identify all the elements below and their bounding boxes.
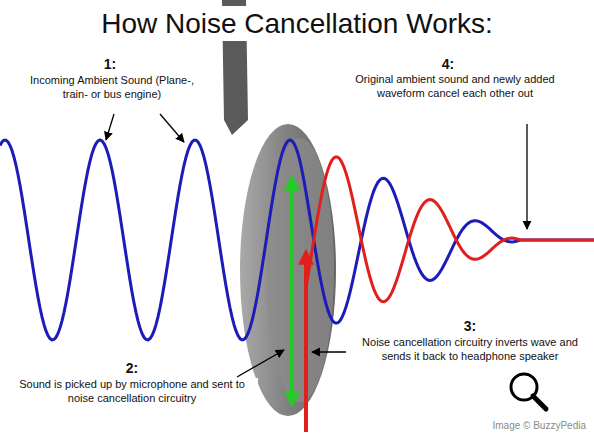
callout-number: 3:	[462, 318, 478, 336]
watermark: Image © BuzzyPedia	[490, 420, 588, 433]
speaker-arrow	[304, 252, 308, 432]
leader-arrow	[106, 114, 114, 140]
leader-arrow	[526, 124, 527, 229]
callout-text: Noise cancellation circuitry inverts wav…	[352, 336, 588, 364]
leader-arrow	[160, 114, 184, 142]
callout-text: Incoming Ambient Sound (Plane-, train- o…	[22, 74, 202, 102]
callout-number: 1:	[102, 56, 118, 74]
inverted-wave	[306, 157, 594, 302]
microphone-arrow	[290, 178, 294, 404]
ear-cup	[240, 124, 336, 416]
leader-arrow	[312, 351, 346, 352]
callout-text: Original ambient sound and newly added w…	[344, 73, 566, 101]
callout-number: 4:	[440, 56, 456, 74]
title: How Noise Cancellation Works:	[97, 6, 497, 41]
callout-number: 2:	[124, 360, 140, 378]
callout-text: Sound is picked up by microphone and sen…	[6, 378, 258, 406]
leader-arrow	[237, 350, 284, 377]
ambient-wave	[0, 140, 594, 340]
magnifier-handle	[533, 396, 546, 409]
